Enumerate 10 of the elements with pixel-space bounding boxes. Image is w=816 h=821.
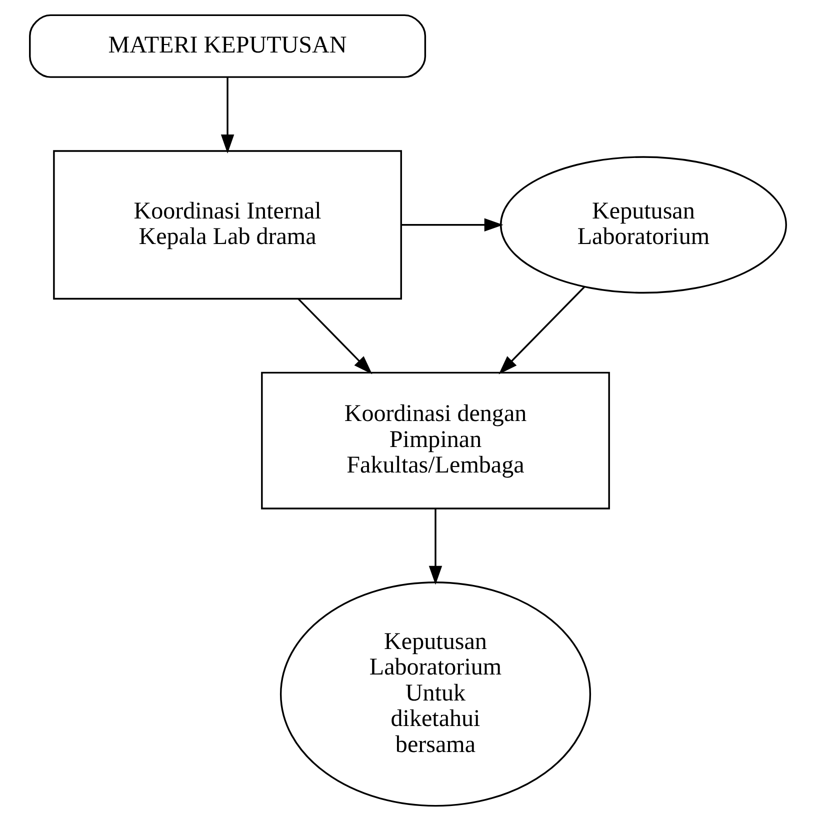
arrow [298,298,372,374]
arrow [220,78,234,154]
arrow [498,286,586,374]
arrow [401,218,504,232]
node-box: Koordinasi Internal Kepala Lab drama [53,150,402,300]
arrow [428,508,442,585]
node-box: MATERI KEPUTUSAN [29,14,426,78]
node-ellipse: Keputusan Laboratorium [500,156,787,294]
node-ellipse: Keputusan Laboratorium Untuk diketahui bersama [280,582,592,807]
node-box: Koordinasi dengan Pimpinan Fakultas/Lembaga [261,372,610,510]
